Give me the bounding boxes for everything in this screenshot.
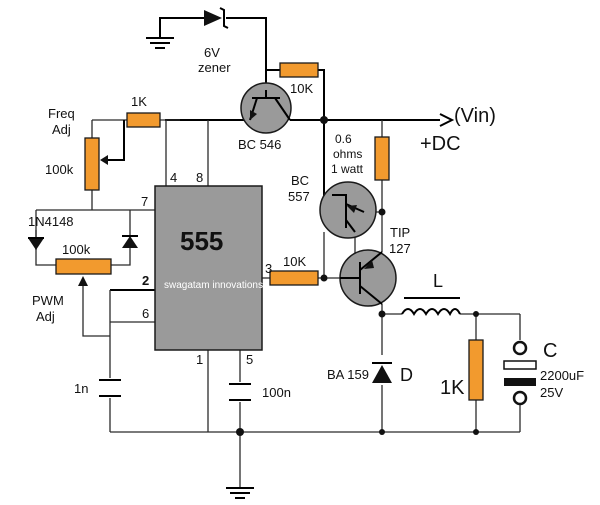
sense-label-1: 0.6 (335, 132, 352, 146)
cap-1n-label: 1n (74, 381, 88, 396)
ba159-label: BA 159 (327, 367, 369, 382)
transistor-bc557-icon (319, 181, 377, 239)
zener-diode-icon (204, 7, 229, 29)
pin6-label: 6 (142, 306, 149, 321)
bc546-label: BC 546 (238, 137, 281, 152)
freq-label-2: Adj (52, 122, 71, 137)
resistor-1k-load (468, 339, 484, 401)
pot-100k-freq (84, 137, 100, 191)
watermark: swagatam innovations (164, 280, 263, 291)
diode-1n4148-left-icon (28, 230, 44, 250)
diode-bridge-left (35, 210, 60, 266)
r1k-top-label: 1K (131, 94, 147, 109)
pin3-label: 3 (265, 261, 272, 276)
zener-label-2: zener (198, 60, 231, 75)
cap-100n-icon (229, 383, 251, 401)
diode-1n4148-right-icon (122, 235, 138, 248)
pot-100k-pwm (55, 258, 112, 275)
transistor-bc546-icon (240, 82, 292, 134)
pot-freq-label: 100k (45, 162, 74, 177)
vin-arrow (439, 113, 455, 127)
resistor-sense (374, 136, 390, 181)
pin2-label: 2 (142, 273, 149, 288)
zener-ground-wire (159, 17, 204, 38)
sense-label-3: 1 watt (331, 162, 364, 176)
dc-label: +DC (420, 133, 461, 155)
ic-555 (154, 185, 263, 351)
pin8-label: 8 (196, 170, 203, 185)
bc557-label: BC (291, 173, 309, 188)
inductor-label: L (433, 271, 443, 291)
zener-to-base-wire (226, 17, 267, 90)
pin7-label: 7 (141, 194, 148, 209)
pin1-label: 1 (196, 352, 203, 367)
load-r-label: 1K (440, 377, 465, 399)
r-top-label: 10K (290, 81, 313, 96)
transistor-tip127-icon (339, 249, 397, 307)
diode-ba159-icon (372, 362, 392, 383)
ground-icon (146, 37, 174, 49)
resistor-10k-base (269, 270, 319, 286)
pwm-label-2: Adj (36, 309, 55, 324)
pot-pwm-label: 100k (62, 242, 91, 257)
bc557-base-wire (323, 120, 332, 196)
chip-555-label: 555 (180, 226, 223, 256)
cap-1n-icon (99, 379, 121, 397)
r-top-right-wire (318, 69, 325, 120)
ground-icon (226, 487, 254, 499)
pwm-wiper-arrow (78, 276, 88, 286)
cap-2200uf-icon (503, 340, 537, 406)
freq-wiper-arrow (100, 120, 125, 165)
diode-bridge-right (110, 210, 131, 266)
pin4-label: 4 (170, 170, 177, 185)
cap-100n-label: 100n (262, 385, 291, 400)
bc557-label-2: 557 (288, 189, 310, 204)
cap-voltage-label: 25V (540, 385, 563, 400)
pin5-label: 5 (246, 352, 253, 367)
tip127-label-2: 127 (389, 241, 411, 256)
zener-label: 6V (204, 45, 220, 60)
junction-dots (236, 116, 479, 436)
resistor-10k-top (279, 62, 319, 78)
cap-c-label: C (543, 340, 557, 362)
resistor-1k-top (126, 112, 161, 128)
vin-label: (Vin) (454, 105, 496, 127)
freq-label: Freq (48, 106, 75, 121)
cap-value-label: 2200uF (540, 368, 584, 383)
inductor-icon (401, 297, 461, 317)
wiring (35, 17, 521, 488)
diode-d-label: D (400, 365, 413, 385)
pwm-label: PWM (32, 293, 64, 308)
r-base-label: 10K (283, 254, 306, 269)
tip127-label: TIP (390, 225, 410, 240)
sense-label-2: ohms (333, 147, 362, 161)
pwm-wiper-wire (82, 285, 110, 337)
diode-1n4148-label: 1N4148 (28, 214, 74, 229)
